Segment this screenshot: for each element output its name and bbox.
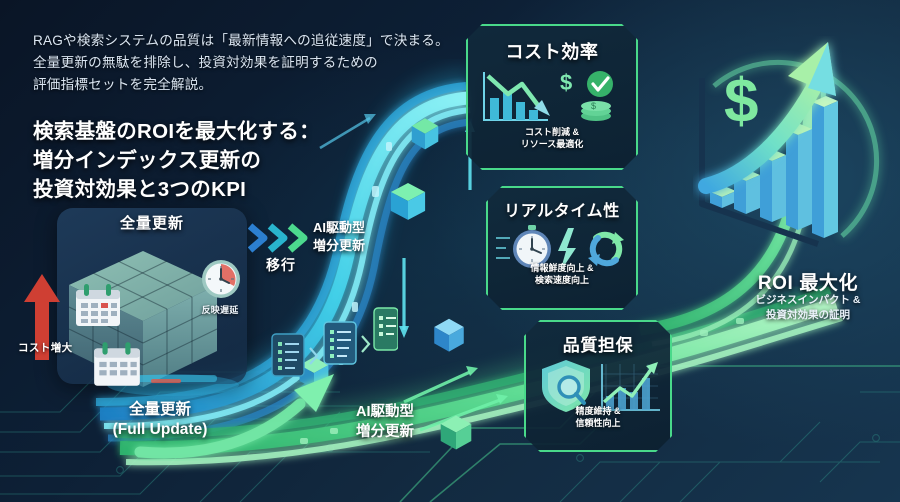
realtime-speed-icon: [496, 225, 624, 272]
kpi-card-title: 品質担保: [562, 336, 634, 355]
page-title: 検索基盤のROIを最大化する： 増分インデックス更新の 投資対効果と3つのKPI: [33, 120, 320, 202]
roi-title: ROI 最大化: [757, 273, 859, 294]
kpi-card-subtitle: 情報鮮度向上 & 検索速度向上: [530, 263, 594, 285]
kpi-card-subtitle: 精度維持 & 信頼性向上: [575, 406, 621, 428]
roi-growth-chart-illustration: $: [698, 42, 880, 247]
kpi-card-subtitle: コスト削減 & リソース最適化: [520, 127, 584, 149]
cost-reduction-chart-icon: $ $: [483, 70, 613, 121]
full-update-panel-title: 全量更新: [119, 215, 184, 232]
kpi-card-title: リアルタイム性: [504, 203, 620, 220]
full-update-caption: 全量更新 (Full Update): [112, 401, 208, 439]
kpi-card-quality[interactable]: 品質担保 精度維持 &: [524, 320, 672, 452]
migration-chevrons-icon: [248, 223, 308, 253]
dollar-symbol: $: [724, 67, 758, 136]
migration-label: 移行: [266, 257, 296, 273]
svg-text:$: $: [591, 101, 596, 111]
kpi-card-cost-efficiency[interactable]: コスト効率 $ $ コスト削減 & リソース最適化: [466, 24, 638, 170]
calendar-icon: [76, 284, 120, 326]
delay-clock-icon: [202, 260, 240, 298]
calendar-icon-secondary: [94, 342, 140, 386]
growth-arrow-icon: [134, 374, 334, 459]
subheadline: RAGや検索システムの品質は「最新情報への追従速度」で決まる。 全量更新の無駄を…: [33, 33, 449, 93]
kpi-card-title: コスト効率: [505, 42, 599, 62]
svg-text:$: $: [560, 70, 572, 95]
cost-increase-label: コスト増大: [18, 342, 73, 354]
roi-subtitle: ビジネスインパクト & 投資対効果の証明: [755, 294, 861, 322]
ai-incremental-label-top: AI駆動型 増分更新: [313, 220, 366, 253]
reflection-delay-label: 反映遅延: [201, 305, 239, 315]
ai-incremental-label-bottom: AI駆動型 増分更新: [356, 404, 414, 440]
kpi-card-realtime[interactable]: リアルタイム性 情報鮮度向上 & 検索速度向上: [486, 186, 638, 310]
kpi-card-frame: [466, 24, 638, 170]
cost-increase-arrow-icon: [24, 274, 60, 360]
document-progression-icon: [271, 307, 398, 377]
quality-shield-chart-icon: [542, 360, 660, 412]
